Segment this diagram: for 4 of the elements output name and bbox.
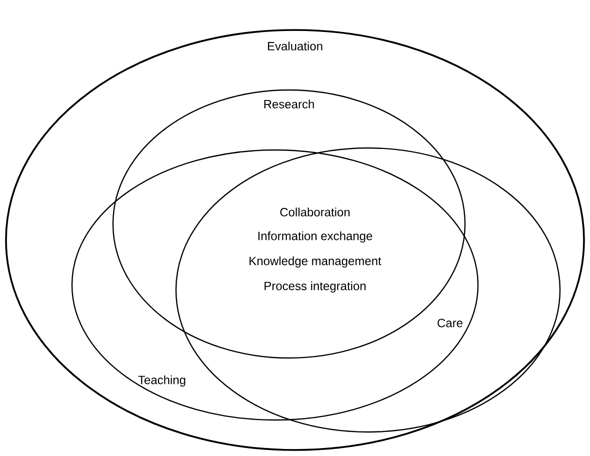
center-text: Information exchange	[258, 231, 372, 243]
center-text: Process integration	[264, 281, 366, 293]
center-text: Knowledge management	[250, 256, 382, 268]
center-text: Collaboration	[280, 208, 350, 216]
